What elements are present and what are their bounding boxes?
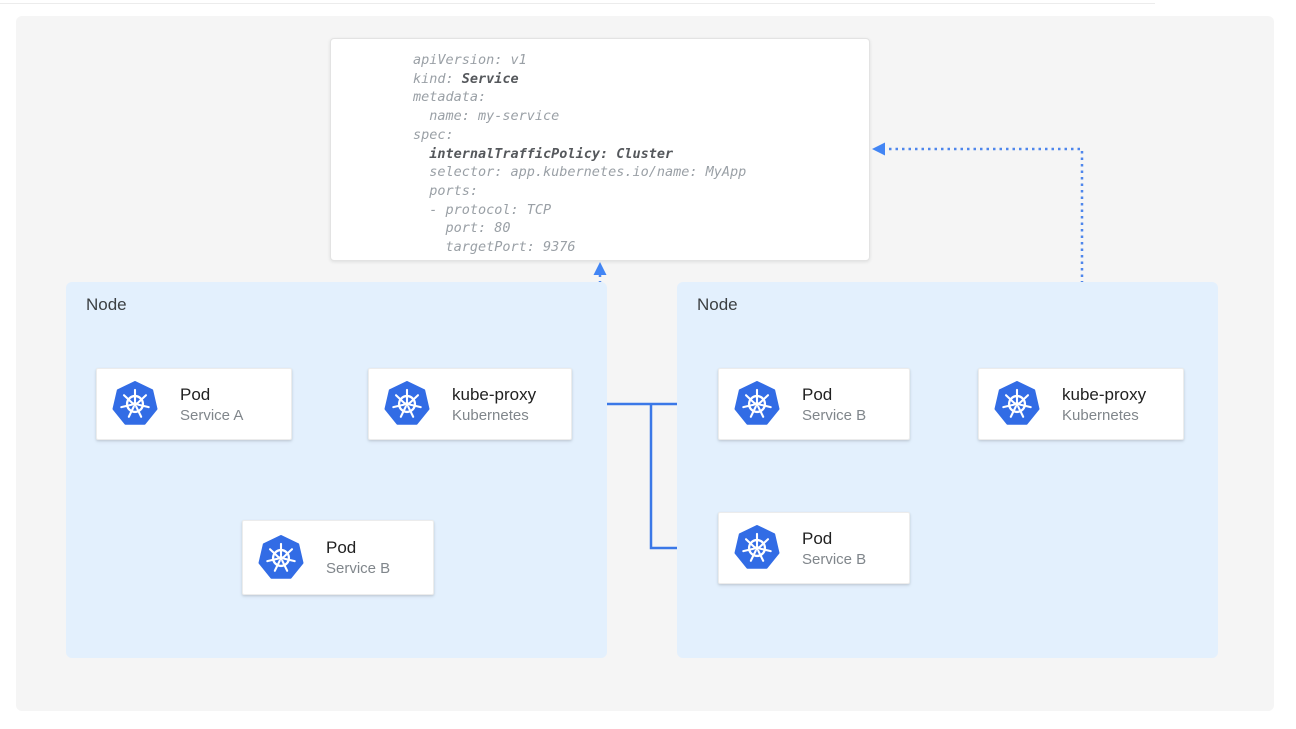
yaml-line: port: 80 xyxy=(413,220,511,237)
yaml-line: spec: xyxy=(413,126,454,143)
page-top-divider xyxy=(0,3,1155,4)
yaml-line: metadata: xyxy=(413,89,487,106)
kubernetes-icon xyxy=(994,381,1040,427)
yaml-line: - protocol: TCP xyxy=(413,201,552,218)
card-pod-service-b-right-bottom: Pod Service B xyxy=(718,512,910,584)
card-title: Pod xyxy=(802,528,833,548)
card-pod-service-b-left: Pod Service B xyxy=(242,520,434,595)
service-yaml-box: apiVersion: v1 kind: Service metadata: nam… xyxy=(330,38,870,261)
card-pod-service-b-right-top: Pod Service B xyxy=(718,368,910,440)
card-title: kube-proxy xyxy=(452,384,537,404)
yaml-line: selector: app.kubernetes.io/name: MyApp xyxy=(413,164,747,181)
card-subtitle: Kubernetes xyxy=(1062,406,1139,424)
kubernetes-icon xyxy=(384,381,430,427)
diagram-canvas: apiVersion: v1 kind: Service metadata: nam… xyxy=(16,16,1274,711)
card-title: Pod xyxy=(326,538,357,557)
arrowhead-left-dotted xyxy=(872,142,885,156)
node-box-right: Node xyxy=(677,282,1218,658)
kubernetes-icon xyxy=(112,381,158,427)
node-box-left: Node xyxy=(66,282,607,658)
arrowhead-up-dotted xyxy=(593,262,607,275)
node-label: Node xyxy=(697,295,738,314)
yaml-line: targetPort: 9376 xyxy=(413,239,576,256)
card-title: kube-proxy xyxy=(1062,384,1147,404)
yaml-line: apiVersion: v1 xyxy=(413,52,527,68)
yaml-line: kind: Service xyxy=(413,70,519,87)
yaml-code: apiVersion: v1 kind: Service metadata: nam… xyxy=(413,51,861,257)
card-pod-service-a: Pod Service A xyxy=(96,368,292,440)
card-kube-proxy-right: kube-proxy Kubernetes xyxy=(978,368,1184,440)
card-subtitle: Kubernetes xyxy=(452,406,529,424)
kubernetes-icon xyxy=(734,381,780,427)
kubernetes-icon xyxy=(258,535,304,581)
node-label: Node xyxy=(86,295,127,314)
yaml-line: ports: xyxy=(413,182,479,199)
card-subtitle: Service B xyxy=(326,560,391,577)
card-title: Pod xyxy=(180,384,211,404)
yaml-line: name: my-service xyxy=(413,108,560,125)
yaml-line: internalTrafficPolicy: Cluster xyxy=(429,145,674,162)
card-subtitle: Service A xyxy=(180,406,244,424)
card-title: Pod xyxy=(802,384,833,404)
kubernetes-icon xyxy=(734,525,780,571)
card-kube-proxy-left: kube-proxy Kubernetes xyxy=(368,368,572,440)
card-subtitle: Service B xyxy=(802,550,867,568)
card-subtitle: Service B xyxy=(802,406,867,424)
